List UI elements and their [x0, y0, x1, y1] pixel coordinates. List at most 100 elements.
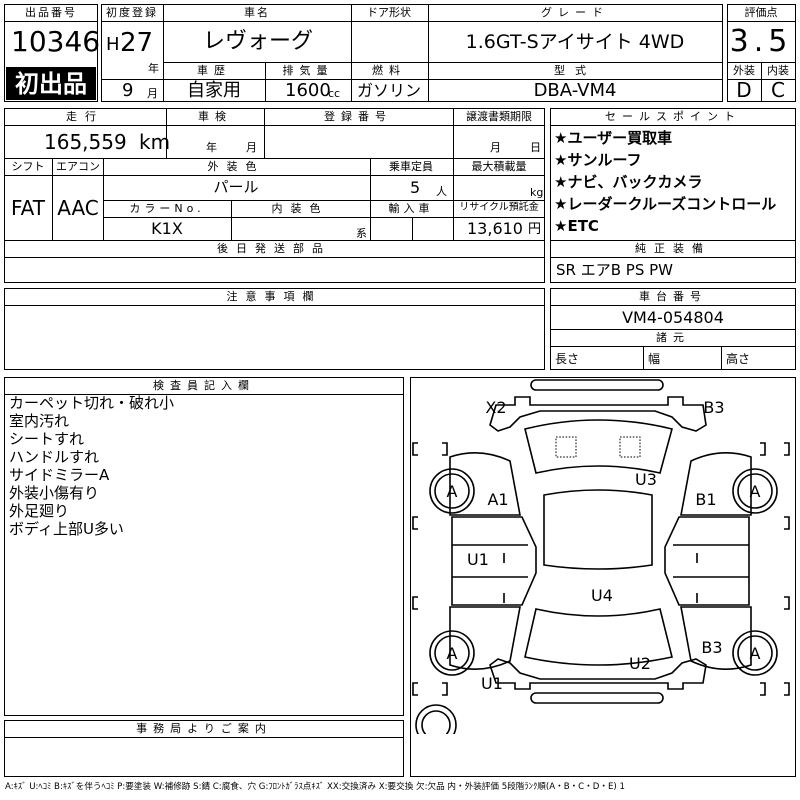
body-outline-top [489, 396, 707, 432]
later-parts-label: 後日発送部品 [217, 242, 331, 255]
ext-color: パール [213, 178, 259, 196]
ext-color-label: 外装色 [207, 160, 265, 173]
lot-number: 10346 [11, 25, 101, 58]
reg-month-unit: 月 [147, 87, 158, 100]
era-letter: H [106, 34, 120, 55]
office-label: 事務局よりご案内 [136, 722, 272, 735]
wheel-rear-right-inner [737, 635, 773, 671]
inspector-note: サイドミラーA [9, 466, 110, 484]
inspector-box [4, 377, 404, 716]
damage-mark: U2 [629, 654, 651, 673]
mileage: 165,559 [44, 130, 127, 154]
right-side-lines [673, 544, 749, 578]
damage-mark: U4 [591, 586, 613, 605]
wheel-rear-right [732, 630, 778, 676]
ac-label: エアコン [56, 160, 100, 173]
first-reg-label: 初度登録 [106, 6, 158, 19]
left-front-fender [449, 452, 521, 516]
damage-mark: X2 [485, 398, 506, 417]
car-damage-diagram: X2 B3 U3 A1 B1 U1 U4 B3 U2 U1 A A A A [412, 379, 790, 734]
wheel-front-left [429, 468, 475, 514]
notes-label: 注意事項欄 [226, 290, 322, 303]
wheel-mark: A [750, 644, 761, 663]
inspector-note: シートすれ [9, 430, 85, 448]
inspector-note: ハンドルすれ [9, 448, 100, 466]
mileage-label: 走行 [66, 110, 104, 123]
main-header-box [101, 4, 723, 102]
wheel-mark: A [447, 644, 458, 663]
specs-label: 諸元 [656, 331, 690, 344]
int-color-unit: 系 [356, 227, 367, 240]
right-front-fender [680, 452, 752, 516]
office-box [4, 720, 404, 777]
inspector-note: 外装小傷有り [9, 484, 100, 502]
history-label: 車歴 [197, 64, 231, 77]
damage-mark: B3 [701, 638, 722, 657]
score: 3.5 [729, 24, 793, 59]
shift-label: シフト [11, 160, 45, 173]
transfer-day-unit: 日 [530, 141, 541, 154]
damage-mark: B3 [703, 398, 724, 417]
shift: FAT [10, 196, 46, 220]
chassis-number: VM4-054804 [622, 308, 724, 327]
reg-year: 27 [120, 28, 154, 58]
legend-text: A:ｷｽﾞ U:ﾍｺﾐ B:ｷｽﾞを伴うﾍｺﾐ P:要塗装 W:補修跡 S:錆 … [5, 782, 625, 792]
model-label: 型式 [554, 64, 596, 77]
transfer-label: 譲渡書類期限 [466, 110, 532, 123]
spare-tire [415, 704, 457, 734]
capacity-unit: 人 [436, 185, 447, 198]
load-label: 最大積載量 [471, 160, 527, 173]
notes-box [4, 288, 545, 370]
equipment-box [550, 240, 796, 283]
recycle-unit: 円 [528, 222, 542, 237]
grade-label: グレード [541, 6, 609, 19]
exterior-label: 外装 [733, 64, 755, 77]
first-listing-badge [6, 67, 96, 100]
exterior-grade: D [736, 78, 752, 102]
left-side-outline [451, 516, 537, 606]
lot-number-label: 出品番号 [25, 6, 77, 19]
interior-label: 内装 [767, 64, 789, 77]
damage-mark: U1 [481, 674, 503, 693]
sales-point-item: ★ナビ、バックカメラ [554, 173, 703, 191]
displacement-unit: cc [328, 87, 341, 100]
inspector-note: ボディ上部U多い [9, 520, 124, 538]
load-unit: kg [530, 186, 544, 199]
inspector-note: 室内汚れ [9, 412, 70, 430]
reg-no-label: 登録番号 [324, 110, 392, 123]
front-bumper-outline [530, 379, 664, 391]
fuel: ガソリン [356, 81, 422, 100]
windshield-outline [524, 419, 673, 474]
roof-outline [543, 489, 653, 570]
inspection-year-unit: 年 [206, 141, 217, 154]
inspection-month-unit: 月 [246, 141, 257, 154]
damage-mark: B1 [695, 490, 716, 509]
inspector-label: 検査員記入欄 [153, 379, 255, 392]
transfer-month-unit: 月 [490, 141, 501, 154]
equipment-label: 純正装備 [635, 242, 711, 255]
capacity-label: 乗車定員 [389, 160, 433, 173]
reg-year-unit: 年 [148, 62, 159, 75]
damage-mark: U1 [467, 550, 489, 569]
score-label: 評価点 [744, 6, 778, 19]
sales-point-item: ★ユーザー買取車 [554, 129, 673, 147]
first-listing-label: 初出品 [15, 70, 87, 98]
wheel-rear-left [429, 630, 475, 676]
inspector-note: 外足廻り [9, 502, 70, 520]
capacity: 5 [410, 178, 421, 197]
sales-points-box [550, 108, 796, 241]
door-label: ドア形状 [367, 6, 411, 19]
sales-points-label: セールスポイント [605, 110, 741, 123]
width-label: 幅 [648, 352, 661, 366]
wheel-mark: A [447, 482, 458, 501]
inspection-label: 車検 [198, 110, 232, 123]
fuel-label: 燃料 [372, 64, 406, 77]
history: 自家用 [187, 80, 241, 101]
reg-month: 9 [122, 80, 134, 101]
wheel-front-left-inner [434, 473, 470, 509]
left-rear-fender [449, 606, 521, 670]
chassis-label: 車台番号 [639, 290, 707, 303]
sales-point-item: ★サンルーフ [554, 151, 642, 169]
recycle-label: リサイクル預託金 [459, 202, 539, 213]
recycle: 13,610 [467, 219, 523, 238]
